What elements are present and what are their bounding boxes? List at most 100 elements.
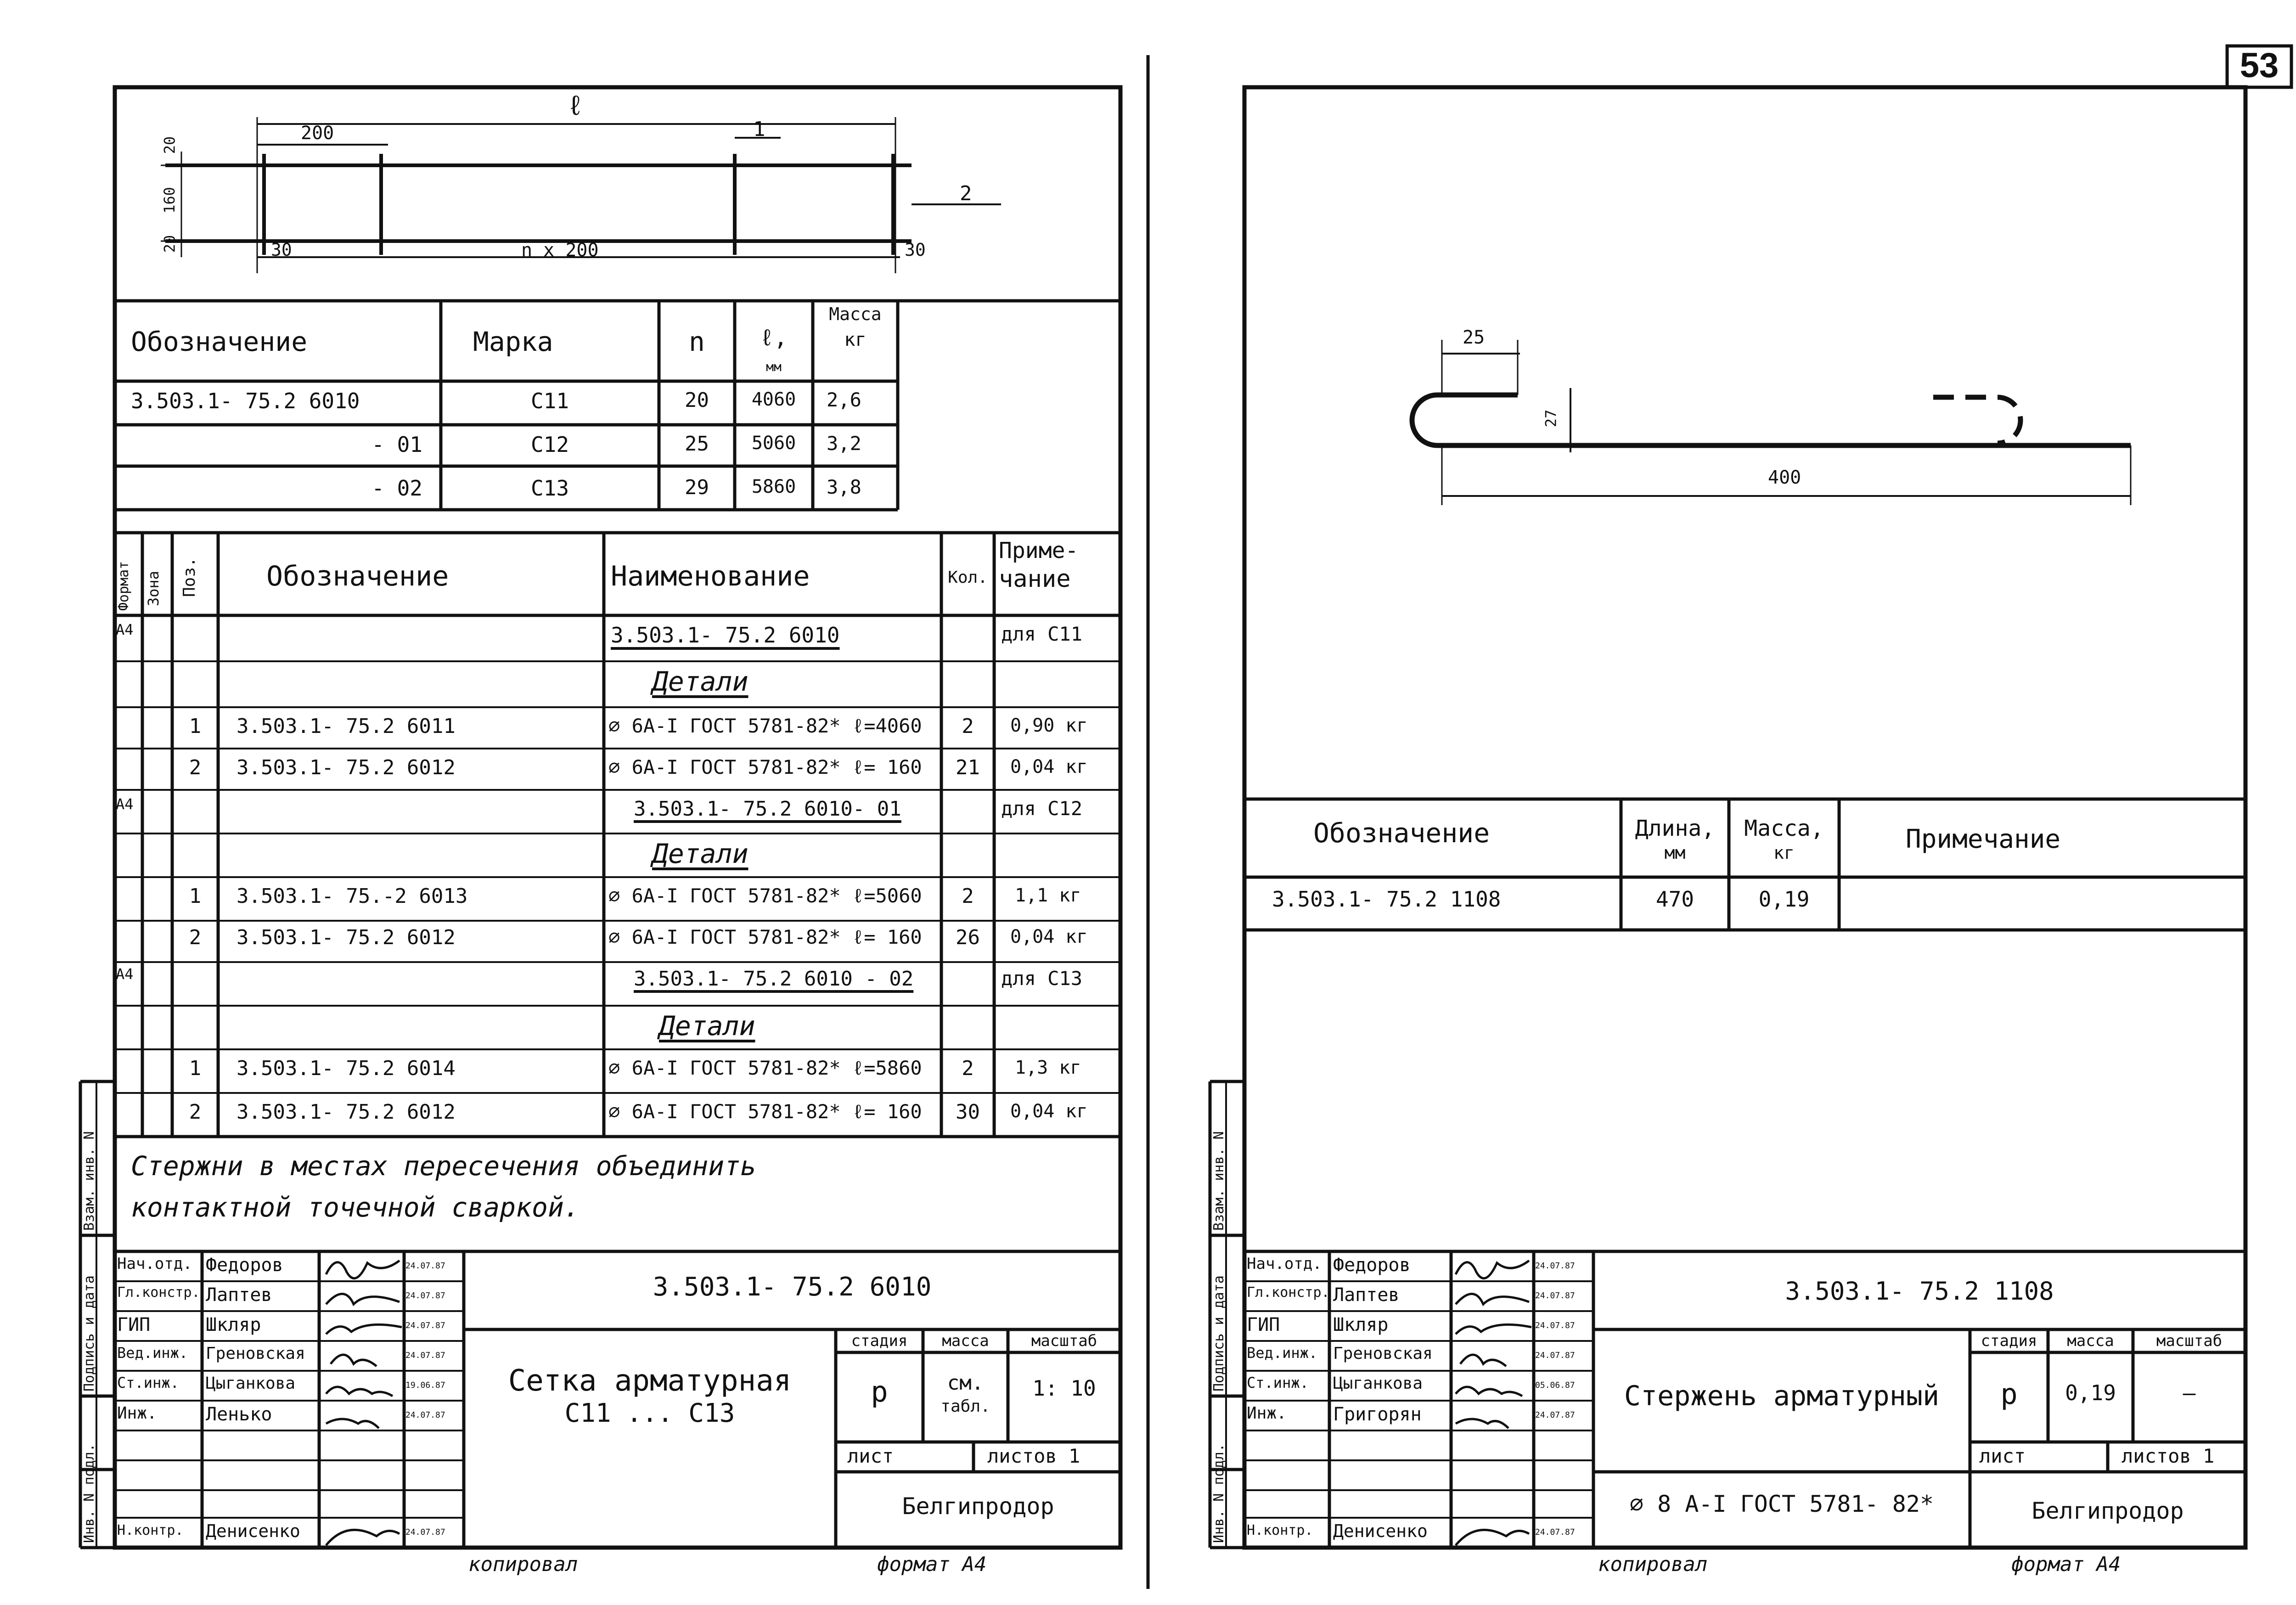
signer-date: 24.07.87: [405, 1291, 445, 1301]
dim-27: 27: [1542, 409, 1560, 428]
signer-name: Григорян: [1333, 1404, 1422, 1425]
variants-mark: С11: [530, 389, 569, 413]
signer-date: 24.07.87: [1535, 1410, 1575, 1420]
signer-role: Н.контр.: [1247, 1522, 1313, 1538]
variants-header-mass: Масса: [829, 304, 882, 324]
copied-by: копировал: [468, 1553, 578, 1576]
signer-name: Федоров: [1333, 1255, 1411, 1276]
bar-designation: 3.503.1- 75.2 1108: [1272, 887, 1501, 912]
stage-value: р: [871, 1375, 888, 1408]
signer-date: 24.07.87: [1535, 1321, 1575, 1330]
spec-pos: 1: [189, 1057, 202, 1080]
mass-label: масса: [2067, 1332, 2114, 1350]
dim-200: 200: [301, 123, 334, 144]
spec-name: Детали: [652, 666, 748, 697]
signer-role: Гл.констр.: [117, 1284, 200, 1301]
spec-format: А4: [116, 795, 134, 813]
stage-label: стадия: [851, 1332, 908, 1350]
spec-designation: 3.503.1- 75.2 6012: [236, 926, 456, 949]
signer-role: Ст.инж.: [1247, 1374, 1309, 1391]
spec-name: ∅ 6А-I ГОСТ 5781-82* ℓ=5860: [608, 1057, 922, 1079]
signer-name: Греновская: [1333, 1344, 1433, 1363]
spec-name: 3.503.1- 75.2 6010- 01: [634, 797, 901, 821]
spec-pos: 1: [189, 884, 202, 908]
bar-table-header-mass: Масса,: [1744, 816, 1824, 841]
signer-name: Цыганкова: [1333, 1374, 1423, 1393]
scale-value: —: [2183, 1380, 2196, 1405]
signer-date: 05.06.87: [1535, 1380, 1575, 1390]
welding-note-line-1: Стержни в местах пересечения объединить: [131, 1150, 756, 1182]
side-label-inv: Инв. N подл.: [81, 1443, 97, 1543]
dim-25: 25: [1463, 327, 1485, 348]
spec-header-zone: Зона: [145, 570, 162, 606]
stage-label: стадия: [1981, 1332, 2037, 1350]
signer-date: 24.07.87: [405, 1351, 445, 1360]
bar-table-header-mass-unit: кг: [1773, 843, 1795, 863]
spec-pos: 1: [189, 715, 202, 738]
dim-30-left: 30: [271, 240, 292, 260]
variants-header-designation: Обозначение: [131, 326, 308, 357]
mass-value-1: см.: [947, 1371, 984, 1395]
signer-date: 24.07.87: [405, 1261, 445, 1271]
mass-label: масса: [942, 1332, 989, 1350]
signer-date: 24.07.87: [1535, 1291, 1575, 1301]
spec-name: ∅ 6А-I ГОСТ 5781-82* ℓ=5060: [608, 884, 922, 907]
spec-header-note-2: чание: [999, 565, 1071, 593]
bar-table-header-designation: Обозначение: [1313, 817, 1490, 849]
format-label: формат А4: [2011, 1553, 2121, 1576]
dim-20-top: 20: [161, 136, 179, 154]
variants-mass: 2,6: [827, 389, 861, 411]
signer-name: Ленько: [206, 1404, 272, 1425]
variants-mass: 3,8: [827, 476, 861, 498]
spec-name: Детали: [659, 1010, 755, 1042]
bar-table-header-length-unit: мм: [1664, 843, 1686, 863]
variants-mark: С12: [530, 432, 569, 457]
side-label-sign: Подпись и дата: [81, 1275, 97, 1391]
spec-note: 1,3 кг: [1015, 1057, 1081, 1078]
spec-name: ∅ 6А-I ГОСТ 5781-82* ℓ= 160: [608, 756, 922, 778]
variants-n: 29: [685, 476, 709, 499]
variants-header-l-unit: мм: [766, 359, 782, 374]
doc-title-line-1: Сетка арматурная: [508, 1364, 792, 1398]
signer-name: Шкляр: [206, 1314, 261, 1335]
signer-role: Инж.: [117, 1404, 157, 1423]
spec-qty: 26: [956, 926, 980, 949]
variants-header-n: n: [689, 326, 705, 357]
doc-code: 3.503.1- 75.2 6010: [653, 1272, 932, 1302]
signer-role: Инж.: [1247, 1404, 1287, 1423]
variants-l: 5860: [751, 476, 796, 497]
spec-note: для С12: [1001, 797, 1083, 820]
scale-label: масштаб: [2156, 1332, 2223, 1350]
variants-designation: - 02: [371, 476, 422, 501]
side-label-inv: Инв. N подл.: [1211, 1443, 1227, 1543]
signer-name: Греновская: [206, 1344, 305, 1363]
doc-title: Стержень арматурный: [1624, 1380, 1940, 1412]
spec-qty: 2: [962, 1057, 974, 1080]
signer-date: 19.06.87: [405, 1380, 445, 1390]
signer-role: Ст.инж.: [117, 1374, 179, 1391]
signer-date: 24.07.87: [405, 1321, 445, 1330]
variants-mark: С13: [530, 476, 569, 501]
dim-n200: n x 200: [521, 240, 599, 261]
signer-date: 24.07.87: [1535, 1527, 1575, 1537]
mesh-drawing: [161, 117, 1001, 273]
spec-header-name: Наименование: [611, 560, 810, 592]
callout-2: 2: [960, 182, 972, 205]
variants-n: 25: [685, 432, 709, 456]
welding-note-line-2: контактной точечной сваркой.: [131, 1192, 580, 1223]
side-label-vzam: Взам. инв. N: [1211, 1131, 1227, 1231]
spec-header-qty: Кол.: [948, 568, 988, 587]
doc-code: 3.503.1- 75.2 1108: [1785, 1277, 2054, 1306]
bar-length: 470: [1655, 887, 1694, 912]
spec-header-pos: Поз.: [180, 557, 199, 597]
signer-role: Гл.констр.: [1247, 1284, 1330, 1301]
spec-note: для С11: [1001, 623, 1083, 645]
spec-note: 0,04 кг: [1010, 926, 1088, 947]
callout-1: 1: [753, 118, 765, 141]
spec-note: 0,90 кг: [1010, 715, 1088, 736]
spec-name: ∅ 6А-I ГОСТ 5781-82* ℓ=4060: [608, 715, 922, 737]
signer-name: Цыганкова: [206, 1374, 296, 1393]
dim-30-right: 30: [905, 240, 926, 260]
signer-role: ГИП: [117, 1314, 151, 1335]
